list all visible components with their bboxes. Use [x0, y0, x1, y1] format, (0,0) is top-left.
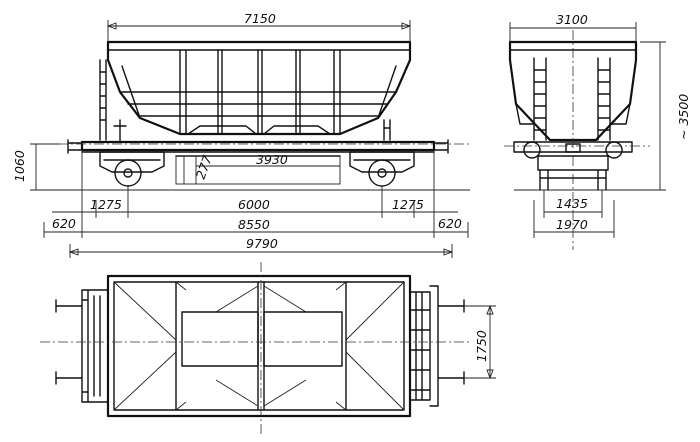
side-end-ladder-right: [383, 119, 391, 141]
plan-hatch-left: [181, 311, 259, 367]
end-ladder-left: [533, 57, 547, 141]
dim-overhang-right: 620: [438, 216, 462, 231]
dim-overall-length: 9790: [246, 236, 278, 251]
plan-diagonals-left: [113, 281, 187, 411]
plan-body-outline: [106, 274, 412, 418]
dim-end-height: ~ 3500: [676, 94, 691, 140]
dim-end-top-width: 3100: [556, 12, 588, 27]
dim-bogie-centers: 6000: [238, 197, 270, 212]
end-body-outline: [508, 40, 638, 142]
inner-frame-box: [175, 155, 341, 185]
dim-height-1060: 1060: [12, 150, 27, 182]
hand-brake: [113, 119, 127, 143]
dim-overhang-left: 620: [52, 216, 76, 231]
dim-top-length: 7150: [244, 11, 276, 26]
end-buffer-left: [523, 141, 541, 159]
plan-end-right: [409, 291, 431, 401]
underframe: [80, 140, 436, 152]
end-buffer-right: [605, 141, 623, 159]
plan-buffer-left-top: [55, 299, 83, 313]
plan-diagonals-right: [335, 281, 405, 411]
end-view: [504, 30, 650, 250]
discharge-hopper-left: [187, 125, 257, 135]
plan-buffer-left-bottom: [55, 371, 83, 385]
buffer-right: [433, 139, 449, 154]
plan-hatch-right: [263, 311, 343, 367]
discharge-hopper-right: [263, 125, 331, 135]
side-dimensions: 7150 3930 277 1060 1275 6000 1275 620 85…: [12, 11, 470, 258]
bogie-right: [349, 151, 415, 187]
end-dimensions: 3100 ~ 3500 1435 1970: [509, 12, 691, 238]
plan-end-left: [81, 289, 109, 403]
side-brace-left: [121, 65, 141, 119]
plan-buffer-right-top: [437, 299, 465, 313]
dim-wheelbase-left: 1275: [90, 197, 122, 212]
hopper-body-outline: [106, 40, 412, 136]
side-view: [40, 40, 470, 187]
plan-view: [40, 262, 470, 436]
plan-buffer-right-bottom: [437, 371, 465, 385]
plan-diagonals-center: [215, 285, 307, 407]
dim-plan-width: 1750: [474, 330, 489, 362]
end-brace-left: [515, 103, 535, 125]
side-brace-right: [377, 65, 397, 119]
dim-end-base-width: 1970: [556, 217, 588, 232]
dim-frame-length: 8550: [238, 217, 270, 232]
plan-body-inner: [113, 281, 405, 411]
bogie-left: [99, 151, 165, 187]
end-bogie: [537, 155, 609, 191]
plan-dimensions: 1750: [464, 304, 496, 380]
dim-wheelbase-right: 1275: [392, 197, 424, 212]
dim-inner-length: 3930: [256, 152, 288, 167]
buffer-left: [67, 139, 83, 154]
dim-track-gauge: 1435: [556, 196, 588, 211]
side-ladder-left: [99, 59, 107, 141]
end-brace-right: [609, 103, 631, 125]
end-ladder-right: [597, 57, 611, 141]
plan-end-right-rail: [429, 285, 439, 407]
